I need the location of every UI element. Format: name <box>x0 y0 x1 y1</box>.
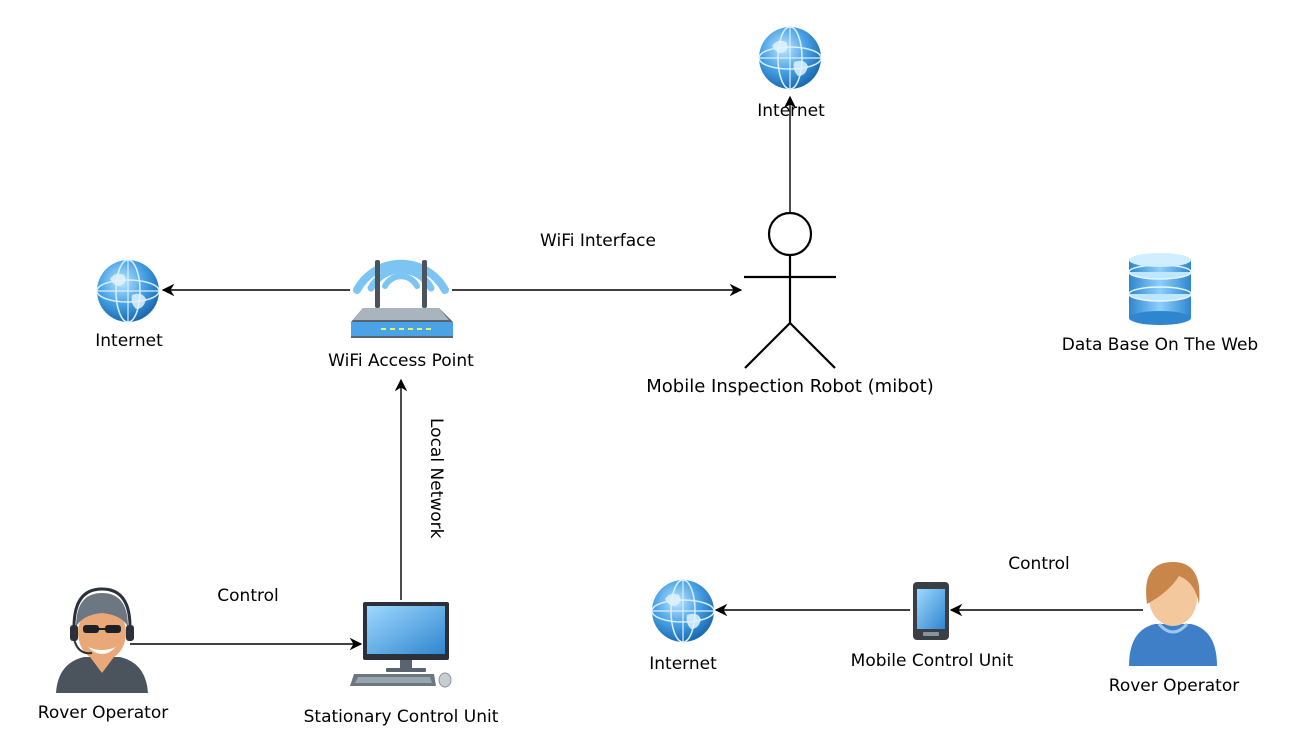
globe-icon <box>758 26 822 90</box>
internet-left-label: Internet <box>95 331 163 351</box>
smartphone-icon <box>913 582 949 640</box>
local-network-edge-label: Local Network <box>426 418 446 539</box>
wifi-interface-edge-label: WiFi Interface <box>540 231 656 251</box>
operator-headset-icon <box>56 587 148 693</box>
control-left-edge-label: Control <box>217 586 279 606</box>
rover-operator-right-label: Rover Operator <box>1108 676 1240 696</box>
database-label: Data Base On The Web <box>1061 335 1259 355</box>
wifi-access-point-label: WiFi Access Point <box>328 351 474 371</box>
robot-label: Mobile Inspection Robot (mibot) <box>646 376 934 397</box>
mobile-control-unit-label: Mobile Control Unit <box>850 651 1014 671</box>
database-icon <box>1128 253 1192 325</box>
internet-top-label: Internet <box>757 101 825 121</box>
user-avatar-icon <box>1129 562 1217 666</box>
stationary-control-unit-label: Stationary Control Unit <box>303 707 499 727</box>
globe-icon <box>96 259 160 323</box>
globe-icon <box>651 579 715 643</box>
rover-operator-left-label: Rover Operator <box>37 703 169 723</box>
wifi-router-icon <box>351 259 453 338</box>
desktop-computer-icon <box>350 602 452 688</box>
control-right-edge-label: Control <box>1008 554 1070 574</box>
internet-bottom-label: Internet <box>649 654 717 674</box>
stick-figure-icon <box>744 211 836 369</box>
